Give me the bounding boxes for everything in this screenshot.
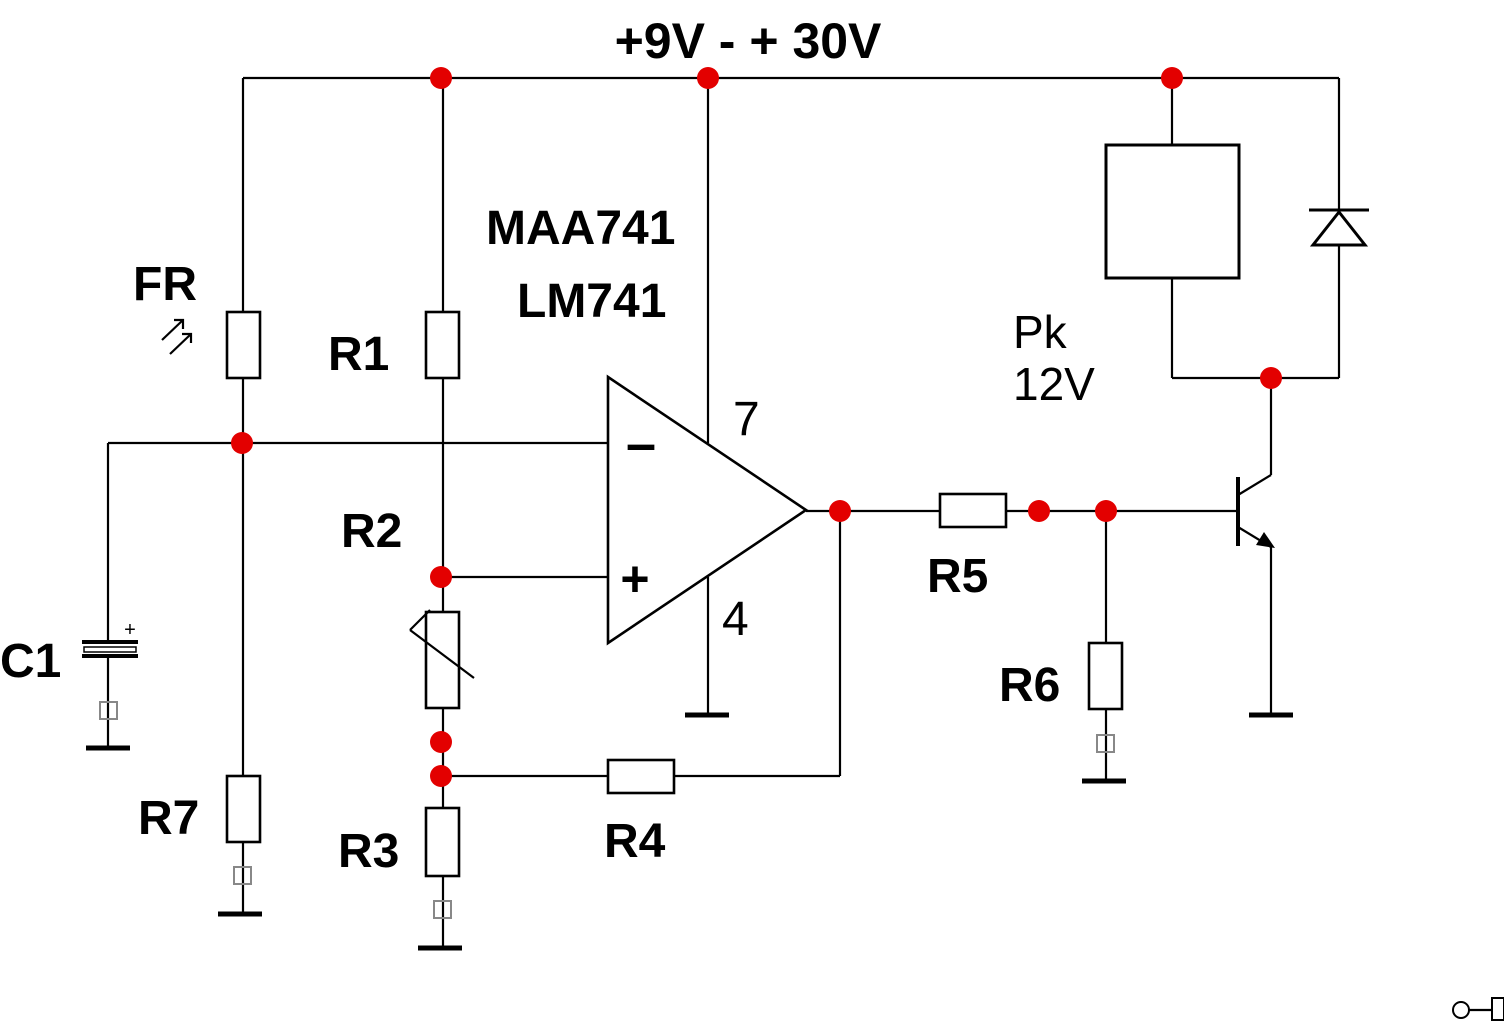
r3-label: R3 bbox=[338, 825, 399, 878]
r5-label: R5 bbox=[927, 550, 988, 603]
output-stage: R5 R6 bbox=[806, 378, 1293, 784]
relay-label-line1: Pk bbox=[1013, 306, 1068, 358]
photoresistor-branch: FR R7 bbox=[133, 78, 262, 917]
resistor-r6 bbox=[1087, 641, 1124, 711]
junction-node bbox=[430, 566, 452, 588]
light-arrows-icon bbox=[161, 318, 193, 355]
op-amp: – + 7 4 MAA741 LM741 bbox=[486, 78, 809, 718]
ic-name-line2: LM741 bbox=[517, 275, 666, 328]
relay-circuit: Pk 12V bbox=[1013, 78, 1369, 410]
junction-node bbox=[430, 765, 452, 787]
photoresistor-fr bbox=[225, 310, 262, 380]
r2-label: R2 bbox=[341, 505, 402, 558]
flyback-diode-icon bbox=[1309, 208, 1369, 247]
potentiometer-r2 bbox=[424, 610, 461, 710]
supply-rail: +9V - + 30V bbox=[243, 13, 1339, 80]
relay-coil bbox=[1104, 143, 1241, 280]
ground-terminal bbox=[233, 866, 252, 885]
corner-fragment bbox=[1452, 997, 1504, 1021]
feedback-network: R4 bbox=[443, 511, 842, 868]
c1-polarity-plus: + bbox=[124, 619, 136, 641]
npn-transistor bbox=[1236, 378, 1293, 718]
resistor-r3 bbox=[424, 806, 461, 878]
ground-terminal bbox=[433, 900, 452, 919]
inverting-input-sign: – bbox=[626, 414, 656, 474]
supply-voltage-label: +9V - + 30V bbox=[615, 13, 882, 69]
c1-label: C1 bbox=[0, 635, 61, 688]
pin-4-label: 4 bbox=[722, 593, 749, 646]
junction-node bbox=[1028, 500, 1050, 522]
junction-node bbox=[1260, 367, 1282, 389]
r4-label: R4 bbox=[604, 815, 666, 868]
op-amp-triangle bbox=[606, 374, 809, 646]
non-inverting-input-sign: + bbox=[620, 551, 649, 607]
junction-node bbox=[697, 67, 719, 89]
ground-terminal bbox=[99, 701, 118, 720]
fr-label: FR bbox=[133, 258, 197, 311]
ic-name-line1: MAA741 bbox=[486, 202, 675, 255]
relay-label-line2: 12V bbox=[1013, 358, 1095, 410]
junction-node bbox=[1095, 500, 1117, 522]
junction-node bbox=[1161, 67, 1183, 89]
ground-terminal bbox=[1096, 734, 1115, 753]
junction-node bbox=[430, 67, 452, 89]
pin-7-label: 7 bbox=[733, 393, 760, 446]
junction-node bbox=[829, 500, 851, 522]
resistor-r5 bbox=[938, 492, 1008, 529]
junction-node bbox=[430, 731, 452, 753]
inverting-input-network: + C1 bbox=[0, 441, 612, 751]
junction-nodes bbox=[231, 67, 1282, 787]
adjust-arrow bbox=[409, 629, 475, 679]
r6-label: R6 bbox=[999, 659, 1060, 712]
r1-label: R1 bbox=[328, 328, 389, 381]
junction-node bbox=[231, 432, 253, 454]
resistor-r1 bbox=[424, 310, 461, 380]
resistor-r7 bbox=[225, 774, 262, 844]
resistor-r4 bbox=[606, 758, 676, 795]
r7-label: R7 bbox=[138, 792, 199, 845]
